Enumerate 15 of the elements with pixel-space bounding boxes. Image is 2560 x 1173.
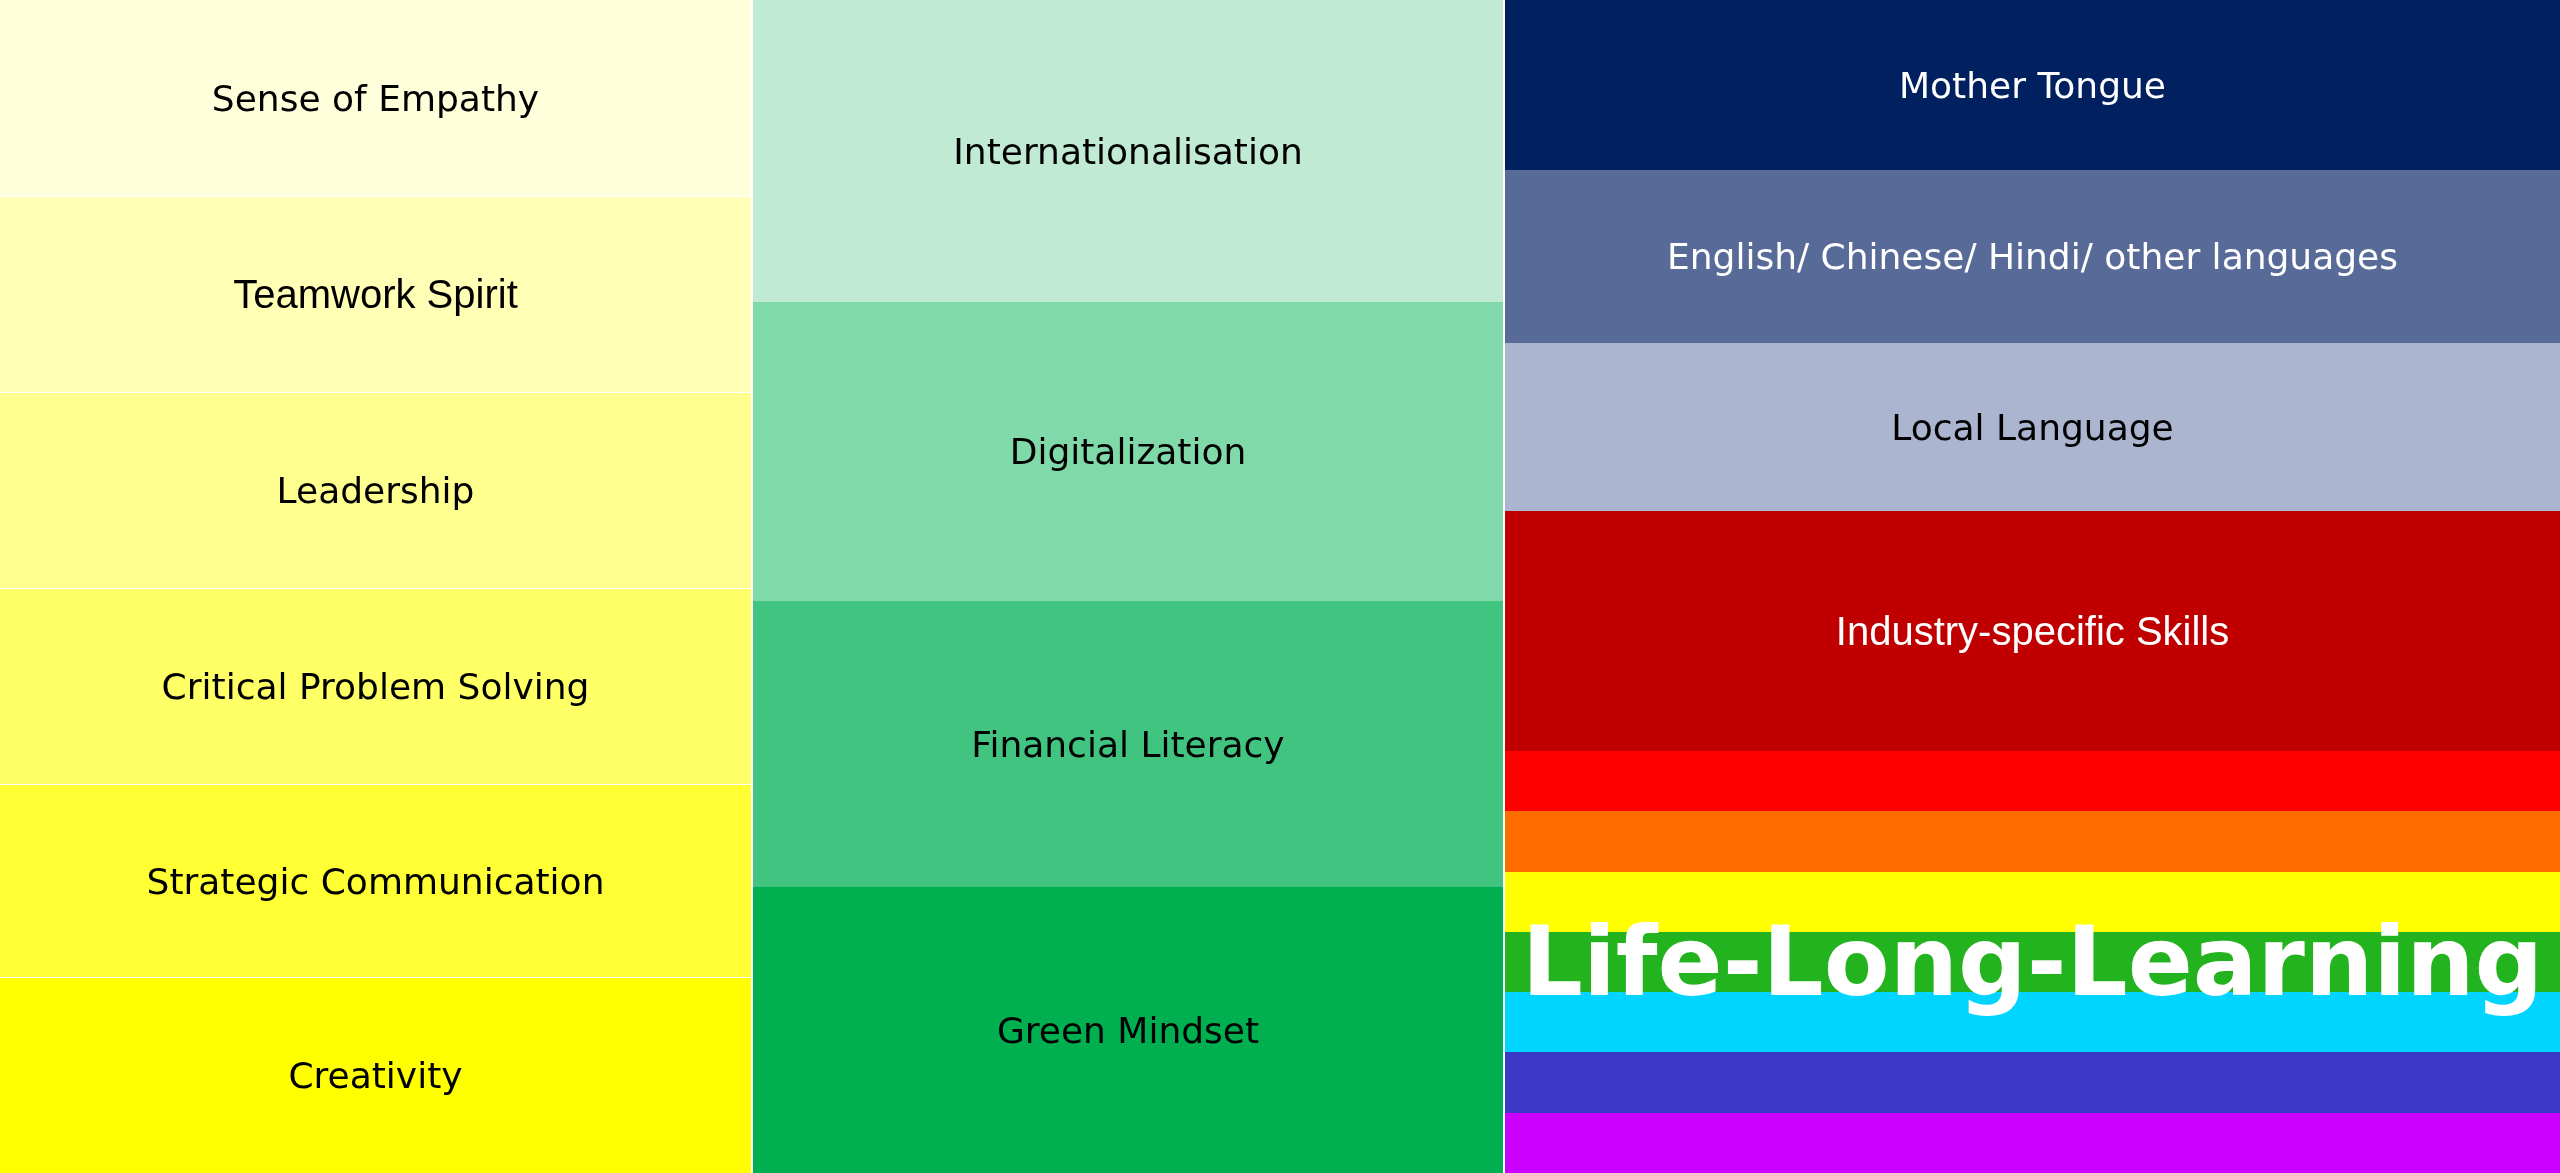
skill-block: Internationalisation [753, 0, 1503, 302]
skill-block: Creativity [0, 978, 751, 1173]
skill-block: Strategic Communication [0, 785, 751, 977]
skill-block: Critical Problem Solving [0, 589, 751, 784]
skill-block: Sense of Empathy [0, 0, 751, 196]
rainbow-band: Life-Long-Learning [1505, 751, 2560, 1173]
skill-block: Teamwork Spirit [0, 197, 751, 392]
skill-block: Financial Literacy [753, 601, 1503, 887]
skill-block: Green Mindset [753, 887, 1503, 1173]
skill-block: Mother Tongue [1505, 0, 2560, 170]
skill-block: Industry-specific Skills [1505, 511, 2560, 751]
skill-block: English/ Chinese/ Hindi/ other languages [1505, 170, 2560, 343]
skill-block: Digitalization [753, 302, 1503, 601]
skill-block: Local Language [1505, 343, 2560, 511]
skill-block: Leadership [0, 393, 751, 588]
